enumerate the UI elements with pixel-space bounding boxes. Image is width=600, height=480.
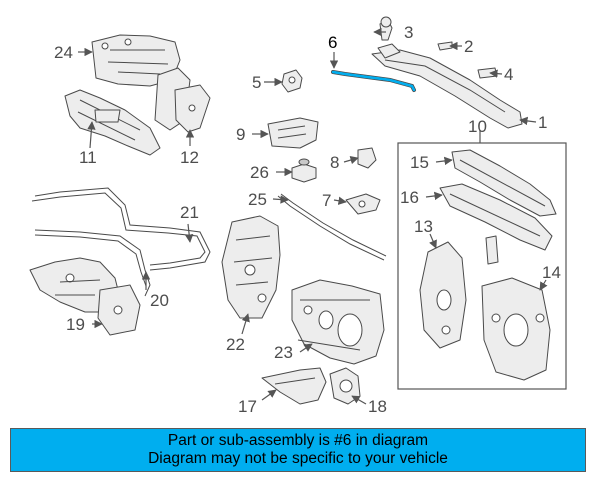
callout-26[interactable]: 26 xyxy=(250,163,269,182)
part-17-bracket[interactable] xyxy=(261,367,327,405)
callout-8[interactable]: 8 xyxy=(330,153,339,172)
part-3-clip[interactable] xyxy=(379,16,393,41)
callout-17[interactable]: 17 xyxy=(238,397,257,416)
part-info-banner: Part or sub-assembly is #6 in diagram Di… xyxy=(10,428,586,472)
part-18-bracket[interactable] xyxy=(329,367,361,405)
callout-14[interactable]: 14 xyxy=(542,263,561,282)
callout-13[interactable]: 13 xyxy=(414,217,433,236)
callout-21[interactable]: 21 xyxy=(180,203,199,222)
part-6-weatherstrip[interactable] xyxy=(331,70,416,92)
part-15-cowl-panel[interactable] xyxy=(451,149,557,217)
part-11-duct[interactable] xyxy=(64,89,161,156)
callout-15[interactable]: 15 xyxy=(410,153,429,172)
part-2-screw[interactable] xyxy=(437,41,453,51)
callout-12[interactable]: 12 xyxy=(180,148,199,167)
exploded-parts-diagram: 24 11 12 5 6 3 2 4 1 10 9 26 8 7 25 15 1… xyxy=(29,16,567,416)
part-26-grommet[interactable] xyxy=(291,158,317,183)
callout-22[interactable]: 22 xyxy=(226,335,245,354)
callout-25[interactable]: 25 xyxy=(248,190,267,209)
callout-18[interactable]: 18 xyxy=(368,397,387,416)
leader-lines xyxy=(78,27,548,405)
part-5-clip[interactable] xyxy=(281,69,303,93)
banner-line-part: Part or sub-assembly is #6 in diagram xyxy=(167,432,429,449)
callout-6-highlighted[interactable]: 6 xyxy=(328,33,337,52)
part-9-bracket[interactable] xyxy=(267,117,319,149)
callout-11[interactable]: 11 xyxy=(79,148,97,167)
callout-1[interactable]: 1 xyxy=(538,113,547,132)
part-19-panel[interactable] xyxy=(29,257,141,336)
part-23-dash-panel[interactable] xyxy=(291,279,385,365)
callout-5[interactable]: 5 xyxy=(252,73,261,92)
part-13-side-panel[interactable] xyxy=(419,241,467,349)
callout-19[interactable]: 19 xyxy=(66,315,85,334)
callout-4[interactable]: 4 xyxy=(504,65,513,84)
part-21-seal[interactable] xyxy=(31,187,211,271)
callout-24[interactable]: 24 xyxy=(54,43,73,62)
callout-16[interactable]: 16 xyxy=(400,188,419,207)
part-10-assembly-box xyxy=(397,142,567,390)
part-16-cowl-panel[interactable] xyxy=(439,183,553,265)
part-12-pad[interactable] xyxy=(154,67,211,133)
banner-line-disclaimer: Diagram may not be specific to your vehi… xyxy=(148,450,448,467)
part-1-cowl[interactable] xyxy=(371,43,523,129)
part-7-bracket[interactable] xyxy=(345,193,381,215)
part-22-dash-panel[interactable] xyxy=(221,215,281,319)
part-8-clip[interactable] xyxy=(357,147,377,169)
callout-3[interactable]: 3 xyxy=(404,23,413,42)
callout-10[interactable]: 10 xyxy=(468,117,487,136)
callout-23[interactable]: 23 xyxy=(274,343,293,362)
callout-9[interactable]: 9 xyxy=(236,125,245,144)
callout-2[interactable]: 2 xyxy=(464,37,473,56)
callout-20[interactable]: 20 xyxy=(150,291,169,310)
callout-numbers: 24 11 12 5 6 3 2 4 1 10 9 26 8 7 25 15 1… xyxy=(54,23,561,416)
callout-7[interactable]: 7 xyxy=(322,191,331,210)
part-14-side-panel[interactable] xyxy=(481,277,551,381)
